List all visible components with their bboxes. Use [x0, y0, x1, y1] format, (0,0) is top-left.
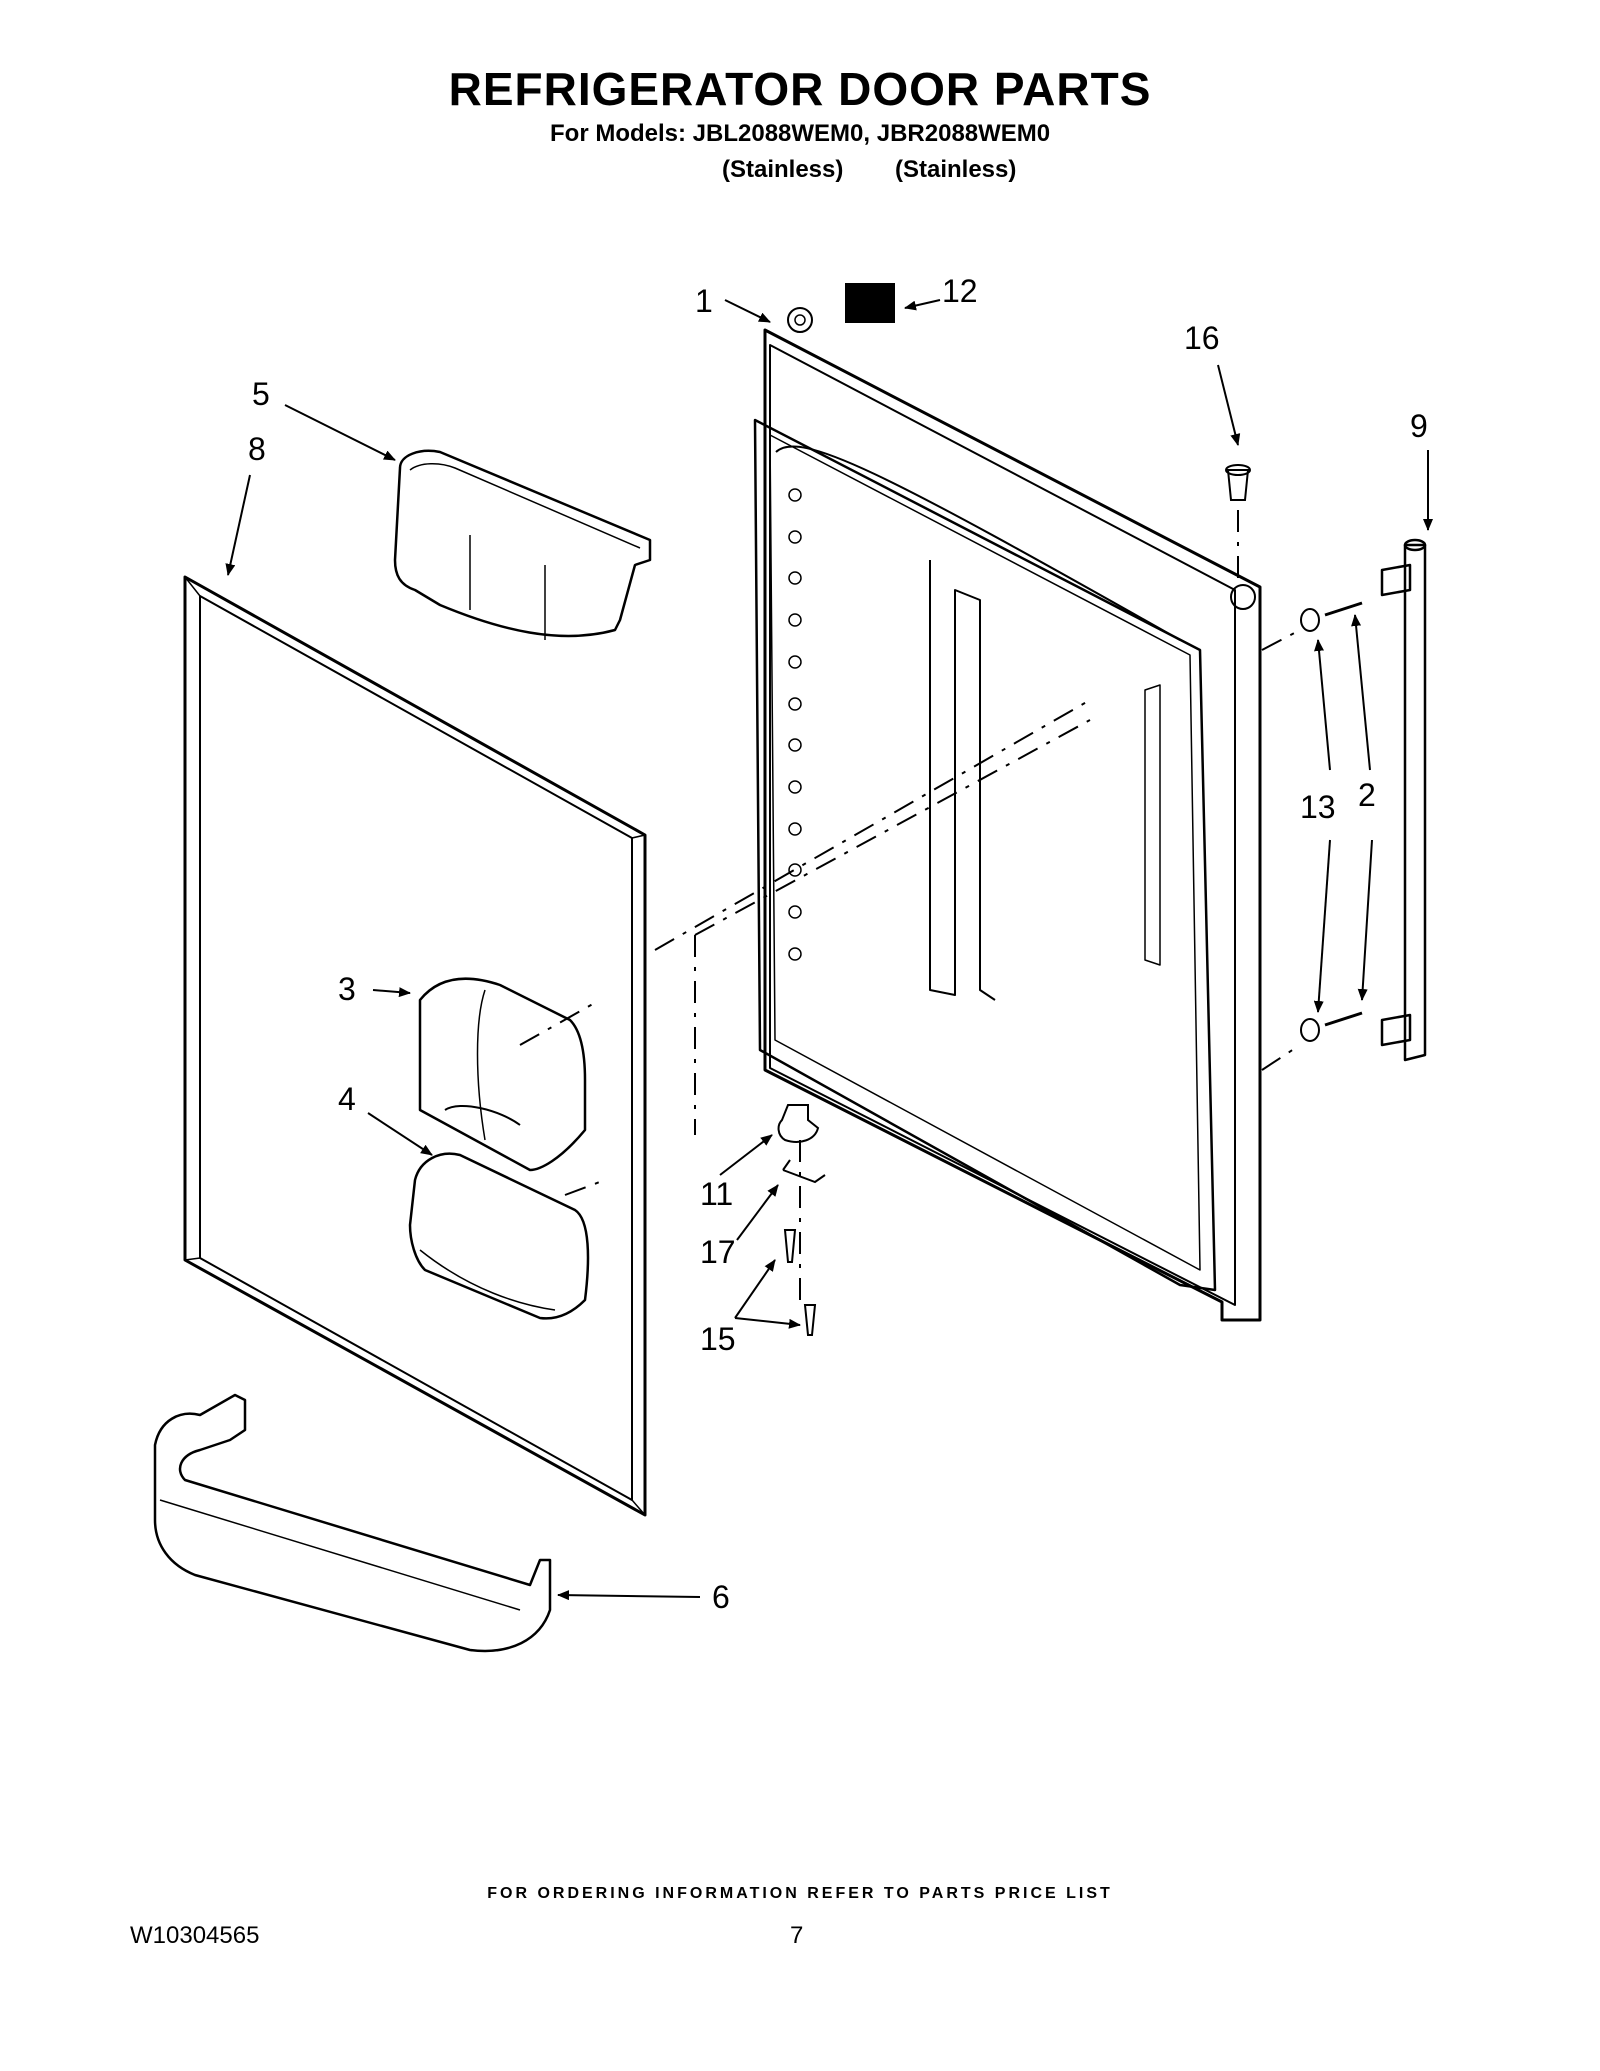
assembly-lines [519, 510, 1301, 1305]
callout-17: 17 [700, 1234, 736, 1270]
callout-2: 2 [1358, 777, 1376, 813]
callout-9: 9 [1410, 408, 1428, 444]
door-panel-part-8 [183, 575, 647, 1517]
label-part-12 [845, 283, 895, 323]
callout-11: 11 [700, 1176, 733, 1212]
page-title: REFRIGERATOR DOOR PARTS [448, 63, 1152, 115]
callout-12: 12 [942, 273, 978, 309]
hinge-parts-11-15-17 [777, 1104, 826, 1336]
callout-8: 8 [248, 431, 266, 467]
callout-5: 5 [252, 376, 270, 412]
handle-fasteners-parts-2-13 [1300, 601, 1363, 1042]
callout-13: 13 [1300, 789, 1336, 825]
ordering-note: FOR ORDERING INFORMATION REFER TO PARTS … [487, 1885, 1113, 1902]
plug-part-16 [1225, 464, 1251, 501]
model-variant-2: (Stainless) [895, 156, 1017, 183]
callout-15: 15 [700, 1321, 736, 1357]
callout-leaders [225, 299, 1433, 1601]
door-liner-part-1 [753, 307, 1262, 1322]
dairy-bin-part-4 [408, 1152, 590, 1320]
callout-1: 1 [695, 283, 713, 319]
door-handle-part-9 [1380, 538, 1427, 1062]
callout-3: 3 [338, 971, 356, 1007]
door-bin-part-5 [393, 449, 652, 640]
page-number: 7 [790, 1922, 804, 1949]
callout-16: 16 [1184, 320, 1220, 356]
document-id: W10304565 [130, 1922, 260, 1949]
models-line: For Models: JBL2088WEM0, JBR2088WEM0 [550, 120, 1051, 147]
model-variant-1: (Stainless) [722, 156, 844, 183]
callout-6: 6 [712, 1579, 730, 1615]
dairy-door-part-3 [418, 977, 587, 1172]
door-bin-part-6 [153, 1393, 552, 1653]
callout-4: 4 [338, 1081, 356, 1117]
